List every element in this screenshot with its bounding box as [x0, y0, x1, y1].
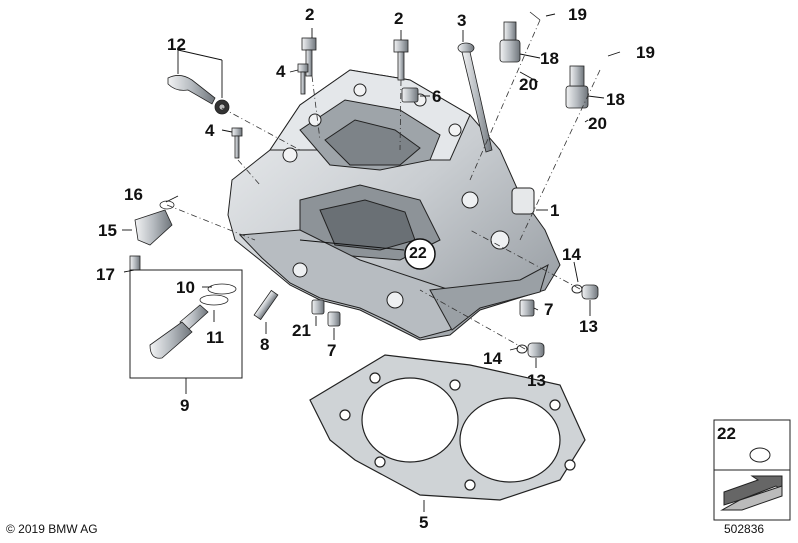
sleeve-7-right: [519, 299, 535, 317]
plug-13-upper: [581, 284, 599, 300]
callout-14-upper: 14: [562, 245, 581, 264]
seal-ring-14-upper: [571, 284, 583, 294]
screw-4-upper: [297, 63, 309, 95]
callout-13-lower: 13: [527, 371, 546, 390]
callout-12: 12: [167, 35, 186, 54]
tube-set-upper: [499, 11, 541, 63]
plug-13-lower: [527, 342, 545, 358]
callout-18-lower: 18: [606, 90, 625, 109]
callout-7-right: 7: [544, 300, 554, 319]
pin-8: [253, 289, 279, 321]
legend-box: [713, 419, 791, 521]
cylinder-head: [227, 69, 561, 341]
valve-12: [167, 75, 230, 115]
temperature-sensor: [149, 283, 237, 359]
tube-set-lower: [565, 65, 589, 109]
callout-16: 16: [124, 185, 143, 204]
callout-11: 11: [206, 328, 224, 347]
cylinder-head-gasket: [309, 354, 586, 501]
callout-4-upper: 4: [276, 62, 286, 81]
sleeve-21: [311, 299, 325, 315]
callout-8: 8: [260, 335, 270, 354]
callout-22: 22: [409, 245, 427, 262]
callout-10: 10: [176, 278, 195, 297]
callout-19-upper: 19: [568, 5, 587, 24]
seal-ring-14-lower: [516, 344, 528, 354]
leader-lines: [122, 13, 621, 512]
callout-circle-22: [404, 238, 436, 270]
callout-1: 1: [550, 201, 560, 220]
sleeve-6: [401, 87, 419, 103]
callout-14-lower: 14: [483, 349, 502, 368]
copyright-notice: © 2019 BMW AG: [6, 522, 98, 536]
callout-18-upper: 18: [540, 49, 559, 68]
callout-2-right: 2: [394, 9, 404, 28]
screw-4-lower: [231, 127, 243, 159]
callout-2-left: 2: [305, 5, 315, 24]
bolt-2-right: [393, 39, 409, 81]
sleeve-7-left: [327, 311, 341, 327]
callout-20-upper: 20: [519, 75, 538, 94]
callout-6: 6: [432, 87, 442, 106]
callout-7-left: 7: [327, 341, 337, 360]
sensor-15: [129, 200, 175, 271]
assembly-dash-lines: [166, 19, 601, 350]
callout-20-lower: 20: [588, 114, 607, 133]
callout-17: 17: [96, 265, 115, 284]
callout-9: 9: [180, 396, 190, 415]
callout-3: 3: [457, 11, 467, 30]
bolt-2-left: [301, 37, 317, 77]
legend-box-label: 22: [717, 424, 736, 443]
long-bolt-3: [457, 42, 493, 153]
document-number: 502836: [724, 522, 765, 536]
callout-13-upper: 13: [579, 317, 598, 336]
callout-5: 5: [419, 513, 429, 532]
callout-19-lower: 19: [636, 43, 655, 62]
callout-15: 15: [98, 221, 117, 240]
callout-21: 21: [292, 321, 311, 340]
callout-4-lower: 4: [205, 121, 215, 140]
